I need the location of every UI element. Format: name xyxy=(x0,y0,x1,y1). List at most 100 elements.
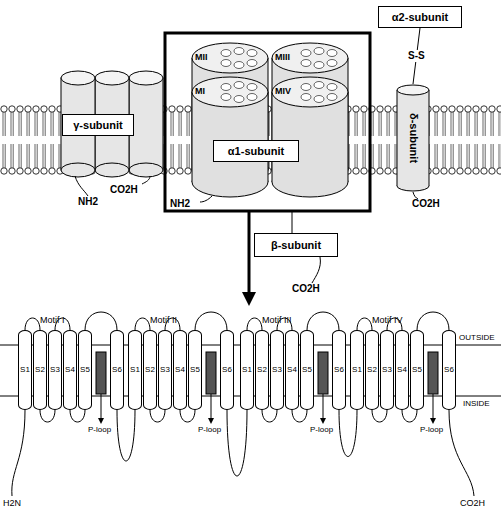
p-loop-label: P-loop xyxy=(310,426,333,434)
transmembrane-segment: S1 xyxy=(128,330,142,410)
transmembrane-segment: S3 xyxy=(158,330,172,410)
peptide-loop xyxy=(40,410,55,422)
expansion-arrow xyxy=(242,211,256,306)
transmembrane-segment: S5 xyxy=(78,330,92,410)
segment-label: S1 xyxy=(130,366,140,374)
transmembrane-segment: S1 xyxy=(350,330,364,410)
module-label: MI xyxy=(195,87,205,96)
transmembrane-segment: S3 xyxy=(380,330,394,410)
cylinder-top xyxy=(397,85,429,95)
segment-label: S2 xyxy=(145,366,155,374)
terminus-label: CO2H xyxy=(110,185,138,195)
p-loop-label: P-loop xyxy=(198,426,221,434)
segment-label: S3 xyxy=(50,366,60,374)
segment-label: S4 xyxy=(287,366,297,374)
terminus-label: NH2 xyxy=(170,199,190,209)
segment-label: S5 xyxy=(302,366,312,374)
transmembrane-segment: S5 xyxy=(188,330,202,410)
segment-label: S1 xyxy=(352,366,362,374)
segment-label: S6 xyxy=(334,366,344,374)
terminus-label: CO2H xyxy=(292,284,320,294)
transmembrane-segment: S4 xyxy=(63,330,77,410)
peptide-loop xyxy=(227,410,247,476)
motif-label: Motif IV xyxy=(372,316,403,325)
gamma-cylinders xyxy=(61,71,163,177)
segment-label: S3 xyxy=(160,366,170,374)
segment-label: S2 xyxy=(367,366,377,374)
transmembrane-segment: S1 xyxy=(240,330,254,410)
peptide-loop xyxy=(150,410,165,422)
transmembrane-segment: S5 xyxy=(300,330,314,410)
peptide-loop xyxy=(402,410,417,422)
transmembrane-segment: S2 xyxy=(33,330,47,410)
subunit-box: γ-subunit xyxy=(62,114,134,136)
p-loop-label: P-loop xyxy=(420,426,443,434)
side-label: INSIDE xyxy=(463,400,490,408)
peptide-loop xyxy=(117,410,135,461)
peptide-loop xyxy=(25,318,40,330)
subunit-cylinder: δ-subunit xyxy=(396,84,430,192)
segment-label: S6 xyxy=(222,366,232,374)
subunit-label: δ-subunit xyxy=(408,113,419,163)
alpha1-frame xyxy=(165,33,370,211)
side-label: OUTSIDE xyxy=(459,334,495,342)
cylinder-side xyxy=(429,90,430,186)
cylinder-side xyxy=(397,90,398,186)
segment-label: S6 xyxy=(112,366,122,374)
segment-label: S5 xyxy=(80,366,90,374)
segment-label: S4 xyxy=(65,366,75,374)
peptide-loop xyxy=(247,318,262,330)
segment-label: S5 xyxy=(190,366,200,374)
module-label: MIV xyxy=(275,87,291,96)
peptide-loop xyxy=(307,312,339,330)
peptide-loop xyxy=(85,312,117,330)
peptide-loop xyxy=(195,312,227,330)
segment-label: S2 xyxy=(257,366,267,374)
motif-label: Motif I xyxy=(40,316,65,325)
subunit-label: β-subunit xyxy=(271,240,321,251)
subunit-box: α2-subunit xyxy=(378,6,462,28)
edge-label: S-S xyxy=(407,50,426,62)
transmembrane-segment: S4 xyxy=(173,330,187,410)
terminus-label: H2N xyxy=(3,499,21,508)
transmembrane-segment: S4 xyxy=(285,330,299,410)
segment-label: S4 xyxy=(397,366,407,374)
cylinder-body xyxy=(397,90,429,186)
peptide-loop xyxy=(339,410,357,457)
segment-label: S6 xyxy=(444,366,454,374)
segment-label: S2 xyxy=(35,366,45,374)
peptide-loop xyxy=(292,410,307,422)
module-label: MII xyxy=(195,53,208,62)
subunit-box: β-subunit xyxy=(254,233,338,257)
subunit-label: α1-subunit xyxy=(228,146,284,157)
subunit-label: α2-subunit xyxy=(392,12,448,23)
terminus-label: NH2 xyxy=(78,197,98,207)
subunit-box: α1-subunit xyxy=(213,140,299,162)
transmembrane-segment: S4 xyxy=(395,330,409,410)
transmembrane-segment: S3 xyxy=(270,330,284,410)
terminus-label: CO2H xyxy=(460,499,485,508)
segment-label: S1 xyxy=(242,366,252,374)
module-label: MIII xyxy=(275,53,290,62)
p-loop-label: P-loop xyxy=(88,426,111,434)
transmembrane-segment: S2 xyxy=(365,330,379,410)
segment-label: S5 xyxy=(412,366,422,374)
peptide-loop xyxy=(372,410,387,422)
peptide-loop xyxy=(262,410,277,422)
peptide-loop xyxy=(180,410,195,422)
segment-label: S3 xyxy=(272,366,282,374)
motif-label: Motif III xyxy=(262,316,292,325)
subunit-label: γ-subunit xyxy=(73,120,123,131)
peptide-loop xyxy=(357,318,372,330)
terminus-label: CO2H xyxy=(412,199,440,209)
segment-label: S1 xyxy=(20,366,30,374)
alpha1-cylinders xyxy=(192,43,348,197)
peptide-loop xyxy=(135,318,150,330)
transmembrane-segment: S3 xyxy=(48,330,62,410)
transmembrane-segment: S6 xyxy=(110,330,124,410)
transmembrane-segment: S1 xyxy=(18,330,32,410)
terminal-tails xyxy=(12,176,474,496)
segment-label: S3 xyxy=(382,366,392,374)
